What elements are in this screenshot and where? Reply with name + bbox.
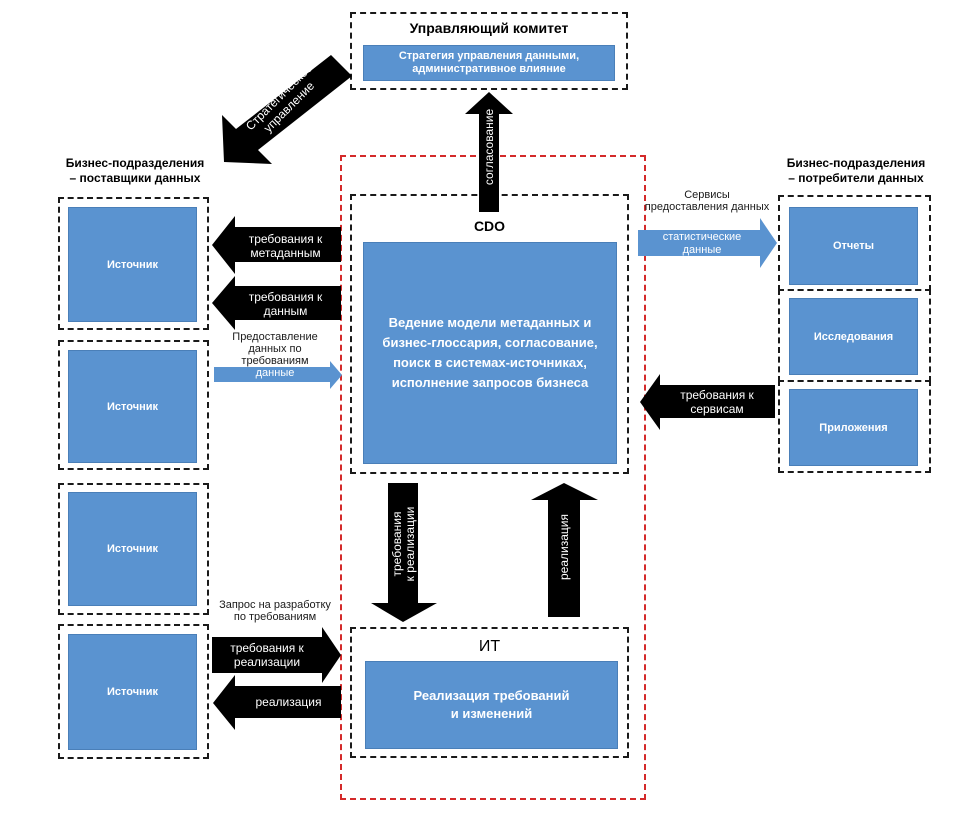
provision-label-1: Предоставление [232, 331, 318, 343]
strategic-arrow [222, 55, 352, 164]
dev-request-arrow [212, 627, 341, 683]
cdo-box-line3: поиск в системах-источниках, [393, 355, 587, 370]
it-box-line1: Реализация требований [413, 688, 570, 703]
stat-data-label-2: данные [682, 244, 722, 256]
agreement-arrow [465, 92, 513, 212]
consumer-frame-3 [778, 380, 931, 473]
services-label-2: предоставления данных [644, 201, 770, 213]
consumer-label-reports: Отчеты [832, 240, 875, 252]
right-group-title-1: Бизнес-подразделения [786, 156, 926, 170]
impl-req-left-label-2: реализации [233, 655, 301, 669]
impl-req-down-label: требования к реализации [390, 499, 417, 589]
consumer-box-apps: Приложения [789, 389, 918, 466]
data-req-label-1: требования к [248, 290, 323, 304]
dev-request-note-1: Запрос на разработку [219, 599, 331, 611]
it-frame [350, 627, 629, 758]
source-label-3: Источник [106, 543, 158, 555]
meta-req-label-2: метаданным [250, 246, 321, 260]
realization-up-label: реализация [557, 514, 571, 580]
service-req-arrow [640, 374, 775, 430]
committee-frame [350, 12, 628, 90]
dev-request-note: Запрос на разработку по требованиям [210, 599, 340, 623]
cdo-box-line1: Ведение модели метаданных и [388, 315, 592, 330]
agreement-label: согласование [482, 108, 496, 186]
cdo-title: CDO [473, 218, 506, 234]
committee-title: Управляющий комитет [409, 20, 569, 36]
cdo-box-line2: бизнес-глоссария, согласование, [382, 335, 598, 350]
it-title: ИТ [478, 638, 501, 655]
provision-label: Предоставление данных по требованиям дан… [210, 331, 340, 379]
impl-req-down-label-2: к реализации [403, 506, 417, 582]
source-label-1: Источник [106, 258, 158, 271]
impl-req-left-label: требования к реализации [212, 641, 322, 669]
source-label-2: Источник [106, 400, 158, 413]
services-label-1: Сервисы [684, 189, 730, 201]
source-label-4: Источник [106, 686, 158, 698]
realization-left-label: реализация [255, 695, 322, 709]
provision-arrow [214, 361, 342, 389]
consumer-label-apps: Приложения [819, 421, 888, 434]
cdo-box: Ведение модели метаданных и бизнес-глосс… [363, 242, 617, 464]
dev-request-note-2: по требованиям [233, 611, 317, 623]
source-frame-2 [58, 340, 209, 470]
data-req-label-2: данным [263, 304, 308, 318]
meta-req-label-1: требования к [248, 232, 323, 246]
services-label: Сервисы предоставления данных [640, 189, 774, 213]
consumer-box-reports: Отчеты [789, 207, 918, 285]
source-box-1: Источник [68, 207, 197, 322]
provision-label-3: требованиям [241, 355, 309, 367]
stat-data-label-1: статистические [662, 231, 742, 243]
source-box-3: Источник [68, 492, 197, 606]
left-group-title-2: – поставщики данных [69, 171, 201, 185]
realization-up-arrow [531, 483, 598, 617]
impl-req-left-label-1: требования к [230, 641, 304, 655]
service-req-label: требования к сервисам [662, 388, 772, 416]
it-box-line2: и изменений [450, 706, 533, 721]
stat-data-label: статистические данные [640, 231, 764, 257]
right-group-title-2: – потребители данных [788, 171, 924, 185]
cdo-box-line4: исполнение запросов бизнеса [391, 375, 589, 390]
source-frame-1 [58, 197, 209, 330]
source-frame-3 [58, 483, 209, 615]
service-req-label-1: требования к [680, 388, 754, 402]
service-req-label-2: сервисам [690, 402, 744, 416]
committee-box: Стратегия управления данными, администра… [363, 45, 615, 81]
consumer-box-research: Исследования [789, 298, 918, 375]
meta-req-arrow [212, 216, 341, 274]
stat-data-arrow [638, 218, 777, 268]
source-box-2: Источник [68, 350, 197, 463]
meta-req-label: требования к метаданным [233, 232, 338, 260]
data-req-label: требования к данным [233, 290, 338, 318]
source-frame-4 [58, 624, 209, 759]
it-box: Реализация требований и изменений [365, 661, 618, 749]
committee-box-text: Стратегия управления данными, администра… [398, 50, 580, 75]
consumer-label-research: Исследования [813, 330, 894, 343]
left-group-title-1: Бизнес-подразделения [65, 156, 205, 170]
provision-label-4: данные [255, 367, 295, 379]
impl-req-down-arrow [371, 483, 437, 622]
realization-left-arrow [213, 675, 341, 730]
data-req-arrow [212, 276, 341, 330]
source-box-4: Источник [68, 634, 197, 750]
provision-label-2: данных по [248, 343, 302, 355]
